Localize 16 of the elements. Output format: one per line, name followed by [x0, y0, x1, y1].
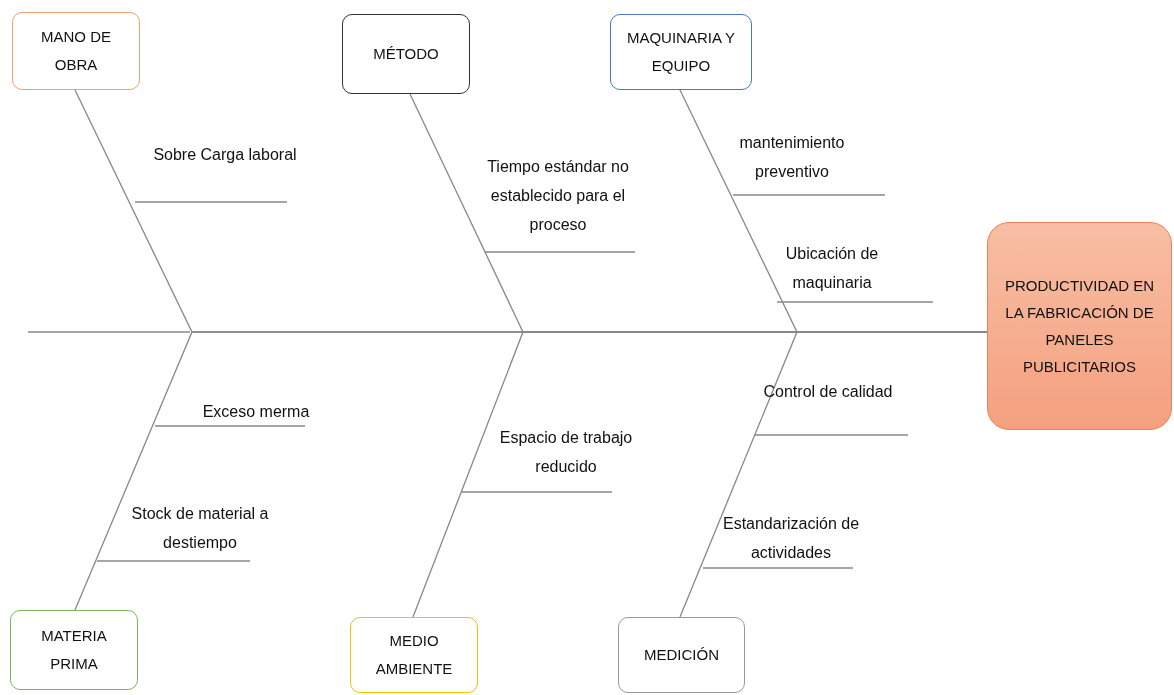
effect-box: PRODUCTIVIDAD EN LA FABRICACIÓN DE PANELES PUBLICITARIOS — [987, 222, 1172, 430]
cause-label: Exceso merma — [201, 402, 311, 422]
category-box: MATERIA PRIMA — [10, 610, 138, 690]
category-box: MEDICIÓN — [618, 617, 745, 693]
cause-label: Estandarización de actividades — [721, 514, 861, 563]
cause-label: Sobre Carga laboral — [152, 145, 298, 165]
cause-label: Espacio de trabajo reducido — [498, 428, 634, 477]
category-box: MAQUINARIA Y EQUIPO — [610, 14, 752, 90]
cause-label: Ubicación de maquinaria — [784, 244, 880, 293]
cause-label: Tiempo estándar no establecido para el proceso — [486, 157, 630, 235]
cause-label: mantenimiento preventivo — [738, 133, 846, 182]
category-box: MEDIO AMBIENTE — [350, 617, 478, 693]
category-box: MANO DE OBRA — [12, 12, 140, 90]
cause-label: Control de calidad — [762, 382, 894, 402]
category-box: MÉTODO — [342, 14, 470, 94]
cause-label: Stock de material a destiempo — [130, 504, 270, 553]
